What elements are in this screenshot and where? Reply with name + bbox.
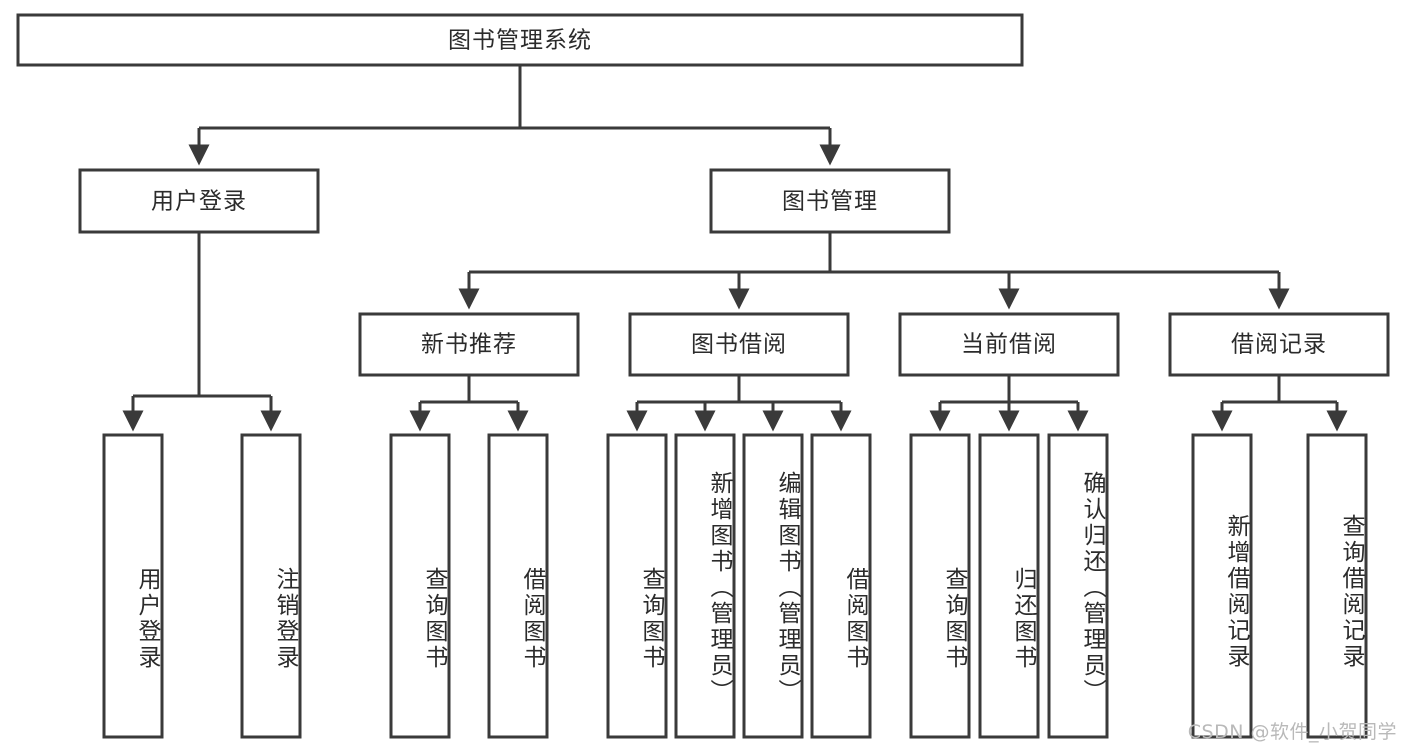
leaf-add-record-label: 新增借阅记录 — [1223, 514, 1249, 670]
leaf-query-book-3-label: 查询图书 — [941, 567, 967, 671]
node-current-borrow[interactable]: 当前借阅 — [898, 312, 1120, 377]
node-book-borrow[interactable]: 图书借阅 — [628, 312, 850, 377]
leaf-query-book-3-box[interactable] — [909, 433, 971, 739]
node-book-manage-label: 图书管理 — [782, 189, 878, 215]
leaf-borrow-book-2-box[interactable] — [810, 433, 872, 739]
leaf-query-record[interactable] — [1306, 433, 1368, 739]
leaf-borrow-book-1[interactable] — [487, 433, 549, 739]
node-current-borrow-label: 当前借阅 — [961, 332, 1057, 358]
node-user-login-label: 用户登录 — [151, 189, 247, 215]
leaf-query-book-2-label: 查询图书 — [638, 567, 664, 671]
leaf-add-book-box[interactable] — [674, 433, 736, 739]
node-borrow-record[interactable]: 借阅记录 — [1168, 312, 1390, 377]
node-book-borrow-label: 图书借阅 — [691, 332, 787, 358]
leaf-user-login[interactable] — [102, 433, 164, 739]
node-root-box[interactable] — [16, 13, 1024, 67]
node-book-manage-box[interactable] — [709, 168, 951, 234]
node-current-borrow-box[interactable] — [898, 312, 1120, 377]
leaf-borrow-book-1-label: 借阅图书 — [519, 567, 545, 671]
node-book-manage[interactable]: 图书管理 — [709, 168, 951, 234]
leaf-query-book-3[interactable] — [909, 433, 971, 739]
node-borrow-record-label: 借阅记录 — [1231, 332, 1327, 358]
leaf-confirm-return-label: 确认归还（管理员） — [1079, 471, 1105, 705]
leaf-query-record-label: 查询借阅记录 — [1338, 514, 1364, 670]
leaf-return-book[interactable] — [978, 433, 1040, 739]
leaf-query-book-2[interactable] — [606, 433, 668, 739]
leaf-user-logout-box[interactable] — [240, 433, 302, 739]
leaf-add-book[interactable] — [674, 433, 736, 739]
leaf-add-record[interactable] — [1191, 433, 1253, 739]
leaf-user-login-label: 用户登录 — [134, 567, 160, 671]
leaf-edit-book-label: 编辑图书（管理员） — [774, 471, 800, 705]
leaf-query-book-1[interactable] — [389, 433, 451, 739]
node-new-book-rec[interactable]: 新书推荐 — [358, 312, 580, 377]
csdn-watermark: CSDN @软件_小贺同学 — [1187, 721, 1397, 743]
leaf-query-book-2-box[interactable] — [606, 433, 668, 739]
leaf-query-book-1-label: 查询图书 — [421, 567, 447, 671]
leaf-edit-book-box[interactable] — [742, 433, 804, 739]
node-borrow-record-box[interactable] — [1168, 312, 1390, 377]
leaf-return-book-label: 归还图书 — [1010, 567, 1036, 671]
leaf-confirm-return-box[interactable] — [1047, 433, 1109, 739]
leaf-add-record-box[interactable] — [1191, 433, 1253, 739]
node-user-login[interactable]: 用户登录 — [78, 168, 320, 234]
leaf-borrow-book-2[interactable] — [810, 433, 872, 739]
connector-lines — [122, 65, 1348, 432]
node-root-label: 图书管理系统 — [448, 28, 592, 54]
leaf-confirm-return[interactable] — [1047, 433, 1109, 739]
node-book-borrow-box[interactable] — [628, 312, 850, 377]
leaf-return-book-box[interactable] — [978, 433, 1040, 739]
leaf-borrow-book-1-box[interactable] — [487, 433, 549, 739]
leaf-edit-book[interactable] — [742, 433, 804, 739]
leaf-query-record-box[interactable] — [1306, 433, 1368, 739]
leaf-user-login-box[interactable] — [102, 433, 164, 739]
leaf-user-logout-label: 注销登录 — [272, 567, 298, 671]
node-user-login-box[interactable] — [78, 168, 320, 234]
leaf-query-book-1-box[interactable] — [389, 433, 451, 739]
leaf-user-logout[interactable] — [240, 433, 302, 739]
leaf-add-book-label: 新增图书（管理员） — [706, 471, 732, 705]
node-new-book-rec-label: 新书推荐 — [421, 332, 517, 358]
leaf-borrow-book-2-label: 借阅图书 — [842, 567, 868, 671]
node-new-book-rec-box[interactable] — [358, 312, 580, 377]
node-root[interactable]: 图书管理系统 — [16, 13, 1024, 67]
